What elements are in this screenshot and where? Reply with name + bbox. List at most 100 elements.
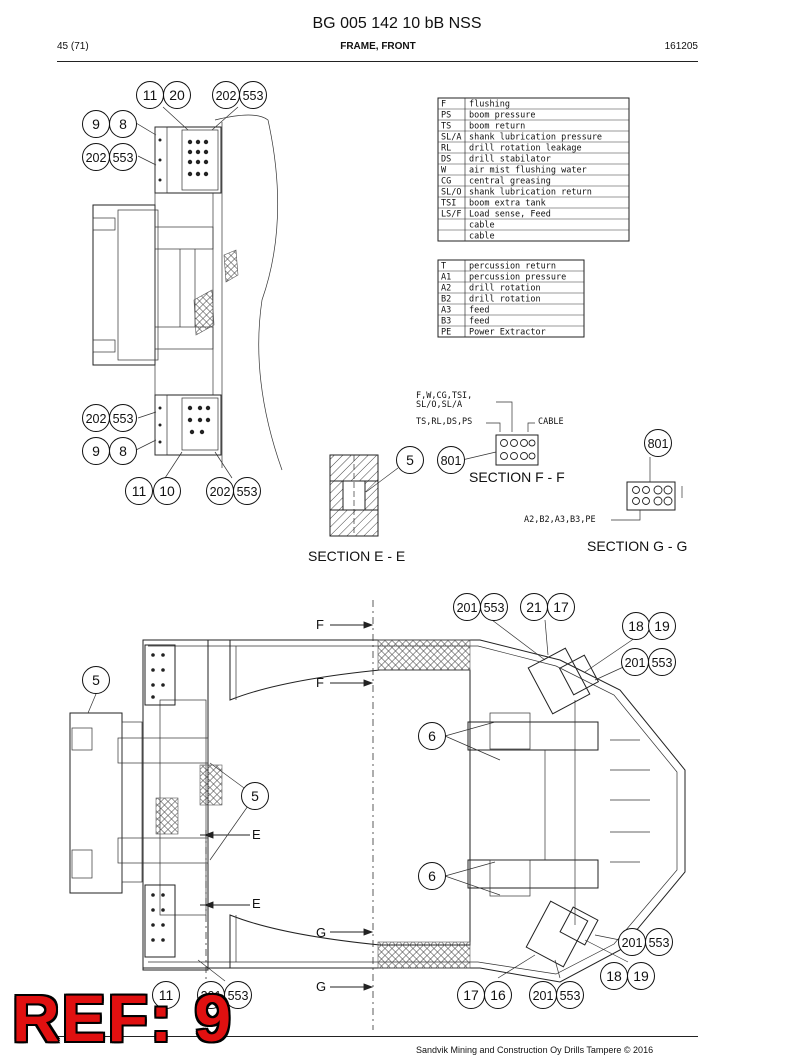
legend-description: shank lubrication pressure xyxy=(469,133,602,143)
legend-description: flushing xyxy=(469,100,510,110)
item-balloon-circle xyxy=(547,593,575,621)
legend-code: SL/A xyxy=(441,133,461,143)
item-balloon-number: 10 xyxy=(159,483,175,499)
legend-code: A2 xyxy=(441,284,451,294)
legend-code: PS xyxy=(441,111,451,121)
item-balloon-number: 5 xyxy=(406,452,414,468)
document-date: 161205 xyxy=(664,41,698,52)
legend-description: feed xyxy=(469,306,489,316)
legend-code: B3 xyxy=(441,317,451,327)
item-balloon-number: 553 xyxy=(113,151,134,165)
item-balloon-number: 553 xyxy=(243,89,264,103)
cut-label-e-1: E xyxy=(252,827,261,842)
item-balloon-circle xyxy=(480,593,508,621)
item-balloon-number: 553 xyxy=(560,989,581,1003)
item-balloon-circle xyxy=(396,446,424,474)
item-balloon-circle xyxy=(241,782,269,810)
item-balloon-number: 201 xyxy=(625,656,646,670)
legend-description: cable xyxy=(469,221,495,231)
item-balloon-number: 19 xyxy=(633,968,649,984)
section-f-f-drawing xyxy=(461,401,539,466)
legend-description: feed xyxy=(469,317,489,327)
item-balloon-number: 18 xyxy=(606,968,622,984)
item-balloon-number: 20 xyxy=(169,87,185,103)
ref-stamp: REF: 9 xyxy=(12,981,234,1055)
lower-plan-view xyxy=(69,600,686,1030)
item-balloon-number: 553 xyxy=(649,936,670,950)
item-balloon-circle xyxy=(163,81,191,109)
item-balloon-number: 202 xyxy=(86,151,107,165)
item-balloon-number: 553 xyxy=(484,601,505,615)
ff-annotation-mid: TS,RL,DS,PS xyxy=(416,417,473,427)
legend-description: shank lubrication return xyxy=(469,188,592,198)
page-number: 45 (71) xyxy=(57,41,89,52)
legend-description: cable xyxy=(469,232,495,242)
top-view-leaders xyxy=(135,106,239,479)
item-balloon-number: 201 xyxy=(622,936,643,950)
item-balloon-circle xyxy=(556,981,584,1009)
item-balloon-circle xyxy=(153,477,181,505)
legend-table-bottom xyxy=(437,259,585,338)
item-balloon-circle xyxy=(109,404,137,432)
item-balloon-number: 11 xyxy=(143,87,158,103)
header-rule xyxy=(57,61,698,62)
item-balloon-number: 202 xyxy=(216,89,237,103)
legend-description: boom extra tank xyxy=(469,199,546,209)
item-balloon-circle xyxy=(418,722,446,750)
section-g-g-drawing xyxy=(611,457,683,521)
cut-label-g-1: G xyxy=(316,925,327,940)
ff-annotation-top2: SL/O,SL/A xyxy=(416,400,463,410)
item-balloon-number: 18 xyxy=(628,618,644,634)
section-e-e-drawing xyxy=(329,454,399,537)
legend-code: CG xyxy=(441,177,451,187)
top-view-frame xyxy=(92,114,283,471)
legend-code: A1 xyxy=(441,273,451,283)
legend-description: drill stabilator xyxy=(469,155,551,165)
cut-label-e-2: E xyxy=(252,896,261,911)
section-f-label: SECTION F - F xyxy=(469,469,565,485)
item-balloon-number: 553 xyxy=(228,989,249,1003)
item-balloon-circle xyxy=(648,612,676,640)
item-balloon-circle xyxy=(233,477,261,505)
cut-line-arrows xyxy=(200,621,374,991)
item-balloon-number: 553 xyxy=(113,412,134,426)
item-balloon-number: 6 xyxy=(428,868,436,884)
item-balloon-number: 17 xyxy=(463,987,479,1003)
item-balloon-circle xyxy=(109,143,137,171)
legend-code: SL/O xyxy=(441,188,461,198)
item-balloon-number: 553 xyxy=(652,656,673,670)
item-balloon-number: 8 xyxy=(119,116,127,132)
ff-annotation-top: F,W,CG,TSI, xyxy=(416,391,473,401)
item-balloon-circle xyxy=(627,962,655,990)
legend-code: PE xyxy=(441,328,451,338)
item-balloon-number: 5 xyxy=(251,788,259,804)
item-balloon-number: 6 xyxy=(428,728,436,744)
item-balloon-circle xyxy=(109,110,137,138)
legend-description: air mist flushing water xyxy=(469,166,587,176)
item-balloon-circle xyxy=(418,862,446,890)
item-balloon-number: 801 xyxy=(441,454,462,468)
section-e-label: SECTION E - E xyxy=(308,548,406,564)
legend-code: LS/F xyxy=(441,210,461,220)
item-balloon-circle xyxy=(152,981,180,1009)
legend-description: drill rotation xyxy=(469,295,541,305)
item-balloon-circle xyxy=(125,477,153,505)
item-balloon-circle xyxy=(82,666,110,694)
item-balloon-number: 21 xyxy=(526,599,542,615)
legend-code: DS xyxy=(441,155,451,165)
cut-label-g-2: G xyxy=(316,979,327,994)
footer-copyright: Sandvik Mining and Construction Oy Drill… xyxy=(416,1045,654,1055)
item-balloon-circle xyxy=(648,648,676,676)
item-balloon-number: 9 xyxy=(92,116,100,132)
document-title: BG 005 142 10 bB NSS xyxy=(312,15,482,32)
legend-code: T xyxy=(441,262,446,272)
legend-description: drill rotation xyxy=(469,284,541,294)
legend-description: boom return xyxy=(469,122,525,132)
item-balloon-circle xyxy=(644,429,672,457)
lower-view-leaders xyxy=(87,619,636,982)
legend-code: B2 xyxy=(441,295,451,305)
legend-description: Load sense, Feed xyxy=(469,210,551,220)
item-balloon-number: 11 xyxy=(132,483,147,499)
legend-table-top xyxy=(437,97,630,242)
